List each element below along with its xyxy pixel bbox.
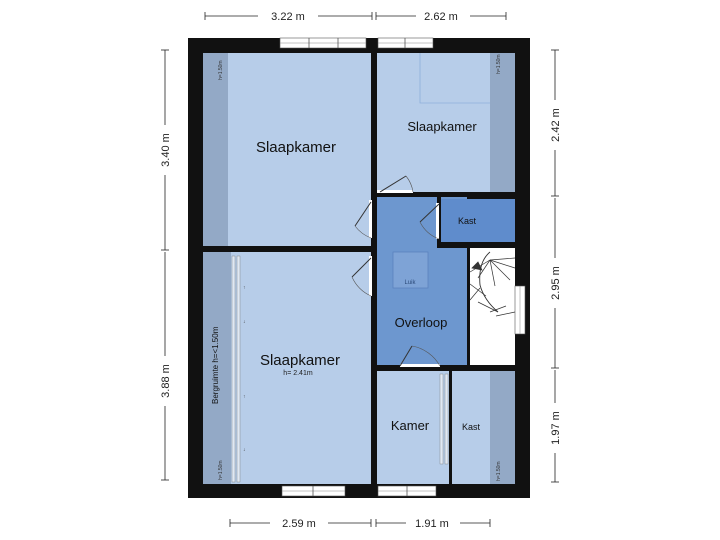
ceiling-outline <box>419 53 490 104</box>
svg-text:2.95 m: 2.95 m <box>550 266 562 300</box>
staircase <box>469 251 516 317</box>
room-label-kast-top: Kast <box>458 216 477 226</box>
wall-vertical-main-lower <box>371 248 377 493</box>
low-ceiling-strip-top-right <box>490 53 515 192</box>
hatch-label-luik: Luik <box>404 280 416 286</box>
door-slaapkamer-top-right[interactable] <box>377 175 414 193</box>
dimension-bottom-right: 1.91 m <box>375 516 491 530</box>
wall-vertical-main-upper <box>371 46 377 252</box>
height-note-bottom-left: h=1.50m <box>218 460 224 480</box>
svg-text:↓: ↓ <box>243 447 246 453</box>
height-note-top-right: h=1.50m <box>496 54 502 74</box>
room-height-slaapkamer-bottom: h= 2.41m <box>283 370 313 377</box>
door-slaapkamer-top-left[interactable] <box>354 200 372 239</box>
wall-horizontal-top-right <box>377 192 522 197</box>
window-top-left <box>279 37 367 49</box>
slaapkamer-top-left-floor <box>203 53 371 246</box>
svg-text:3.40 m: 3.40 m <box>160 133 172 167</box>
wardrobe-tracks: ↑ ↓ ↑ ↓ <box>231 255 246 483</box>
svg-text:2.59 m: 2.59 m <box>282 518 316 530</box>
svg-text:↑: ↑ <box>243 285 246 291</box>
wall-kast-bottom <box>437 242 522 248</box>
low-ceiling-strip-top-left <box>203 53 228 246</box>
room-label-overloop: Overloop <box>395 315 448 330</box>
bergruimte-floor <box>203 252 231 484</box>
svg-text:1.97 m: 1.97 m <box>550 411 562 445</box>
window-top-right <box>377 37 434 49</box>
height-note-top-left: h=1.50m <box>218 60 224 80</box>
dimension-right-top: 2.42 m <box>548 49 562 197</box>
door-kamer[interactable] <box>399 345 441 367</box>
svg-text:3.22 m: 3.22 m <box>271 11 305 23</box>
wall-horizontal-bottom-right <box>377 365 522 371</box>
dimension-right-bottom: 1.97 m <box>548 370 562 483</box>
svg-text:↑: ↑ <box>243 394 246 400</box>
kast-top-floor <box>441 199 515 242</box>
room-label-kamer: Kamer <box>391 418 430 433</box>
window-bottom-left <box>281 485 346 497</box>
room-label-slaapkamer-top-left: Slaapkamer <box>256 139 336 156</box>
window-stair-right <box>514 285 526 335</box>
dimension-bottom-left: 2.59 m <box>229 516 372 530</box>
room-label-kast-bottom: Kast <box>462 422 481 432</box>
dimension-left-top: 3.40 m <box>158 49 172 251</box>
dimension-right-middle: 2.95 m <box>548 198 562 369</box>
door-kast-bottom[interactable] <box>439 373 449 465</box>
svg-text:↓: ↓ <box>243 319 246 325</box>
dimension-top-right: 2.62 m <box>375 8 507 23</box>
door-slaapkamer-bottom[interactable] <box>351 256 372 297</box>
svg-text:2.42 m: 2.42 m <box>550 108 562 142</box>
room-label-slaapkamer-bottom: Slaapkamer <box>260 352 340 369</box>
wall-kamer-kast <box>449 371 452 484</box>
room-label-slaapkamer-top-right: Slaapkamer <box>407 119 477 134</box>
low-ceiling-strip-bottom-right <box>490 371 515 484</box>
kamer-floor <box>377 371 449 484</box>
room-label-bergruimte: Bergruimte h=<1.50m <box>211 326 220 404</box>
svg-text:2.62 m: 2.62 m <box>424 11 458 23</box>
door-kast-top[interactable] <box>419 203 440 240</box>
wall-overloop-right <box>467 248 470 365</box>
window-bottom-right <box>377 485 437 497</box>
svg-text:3.88 m: 3.88 m <box>160 364 172 398</box>
dimension-left-bottom: 3.88 m <box>158 252 172 481</box>
dimension-top-left: 3.22 m <box>204 8 373 23</box>
svg-text:1.91 m: 1.91 m <box>415 518 449 530</box>
wall-horizontal-left <box>196 246 377 252</box>
luik-hatch <box>392 251 429 289</box>
height-note-bottom-right: h=1.50m <box>496 461 502 481</box>
